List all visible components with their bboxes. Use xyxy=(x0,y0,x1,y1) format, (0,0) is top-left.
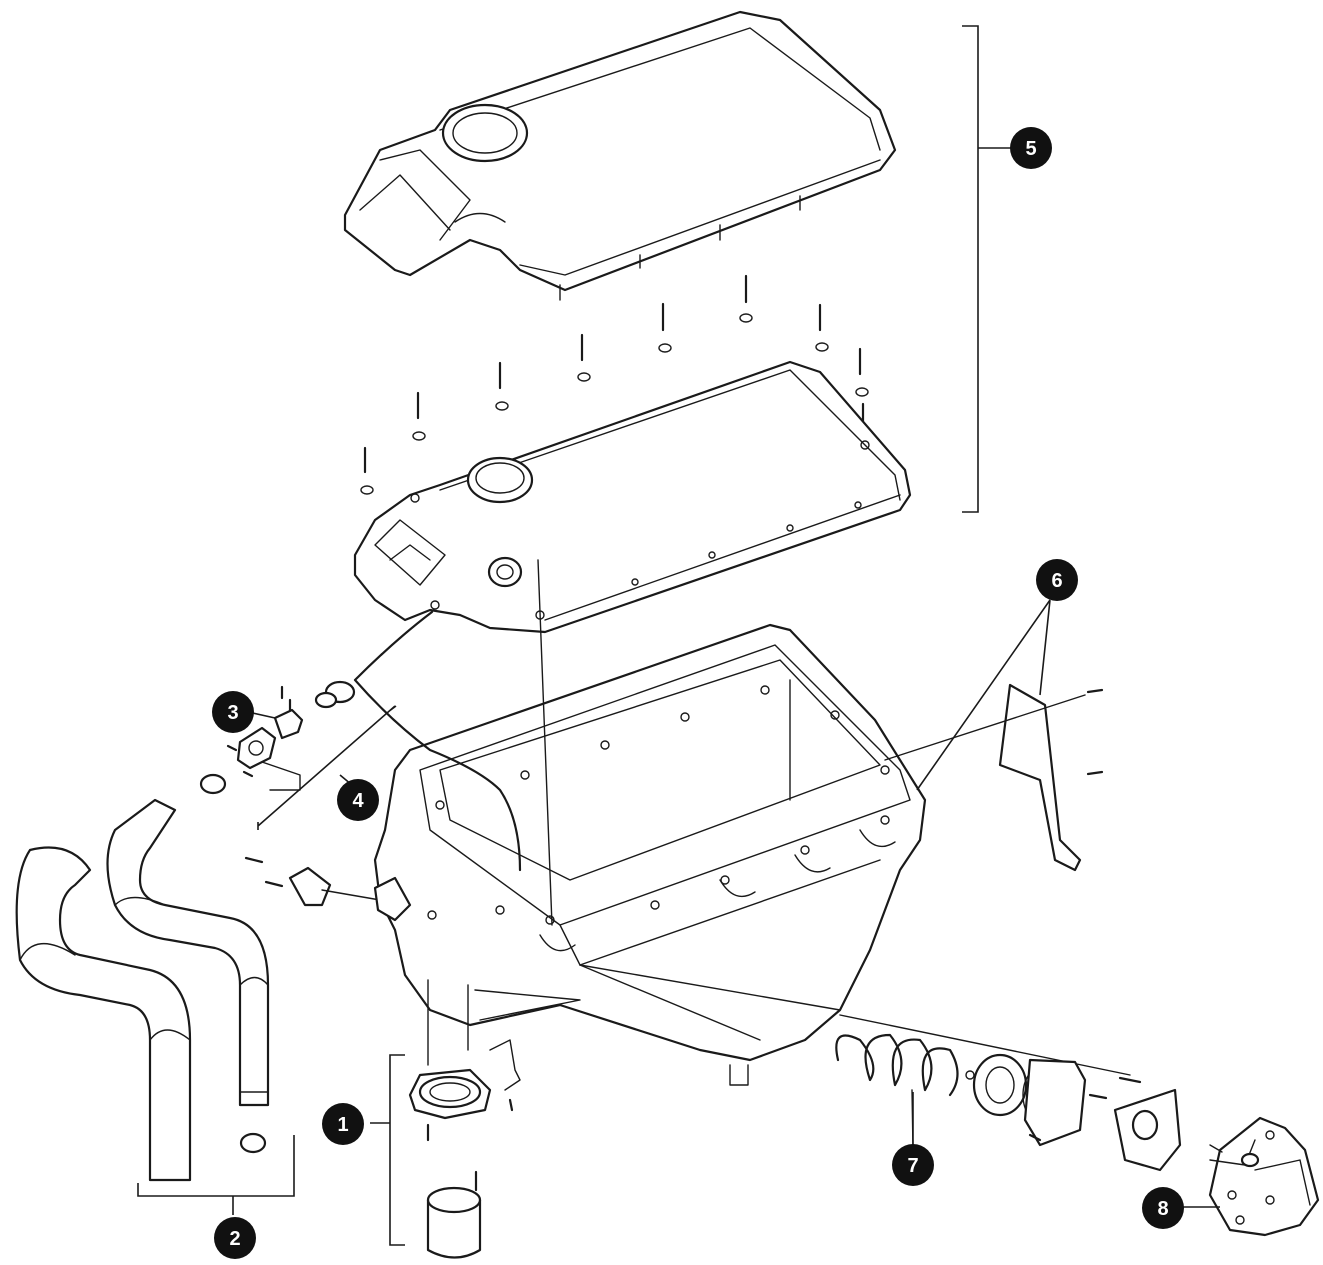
callout-4: 4 xyxy=(337,779,379,821)
screw xyxy=(360,446,374,495)
callout-5-label: 5 xyxy=(1025,138,1036,160)
lid-base xyxy=(353,360,912,634)
alignment-line xyxy=(537,559,553,926)
leader-6 xyxy=(916,599,1051,791)
callout-1-label: 1 xyxy=(337,1114,348,1136)
screw xyxy=(658,302,672,353)
bracket-5 xyxy=(962,25,1012,513)
spring xyxy=(835,1033,959,1151)
callout-2-label: 2 xyxy=(229,1228,240,1250)
screw xyxy=(495,361,509,411)
screw xyxy=(855,347,869,397)
bracket-4 xyxy=(257,705,397,830)
callout-7-label: 7 xyxy=(907,1155,918,1177)
hose-set xyxy=(15,798,270,1182)
callout-1: 1 xyxy=(322,1103,364,1145)
callout-6: 6 xyxy=(1036,559,1078,601)
callout-3-label: 3 xyxy=(227,702,238,724)
deflector-plate xyxy=(884,683,1104,872)
sensor-assembly xyxy=(199,685,304,795)
pump-motor xyxy=(1208,1116,1320,1237)
bracket-2 xyxy=(137,1135,295,1215)
callout-7: 7 xyxy=(892,1144,934,1186)
callout-2: 2 xyxy=(214,1217,256,1259)
mount-bracket xyxy=(244,856,412,922)
breather-hose xyxy=(314,610,522,872)
screw xyxy=(577,333,591,382)
drain-fitting xyxy=(408,979,521,1259)
screw xyxy=(412,391,426,441)
screw xyxy=(815,303,829,352)
pump-housing xyxy=(839,1014,1182,1172)
reservoir-tank xyxy=(373,623,927,1086)
callout-6-label: 6 xyxy=(1051,570,1062,592)
callout-8-label: 8 xyxy=(1157,1198,1168,1220)
callout-5: 5 xyxy=(1010,127,1052,169)
callout-4-label: 4 xyxy=(352,790,364,812)
top-cover xyxy=(343,10,897,301)
bracket-1 xyxy=(370,1054,405,1246)
screw xyxy=(739,274,753,323)
callout-8: 8 xyxy=(1142,1187,1184,1229)
callout-3: 3 xyxy=(212,691,254,733)
